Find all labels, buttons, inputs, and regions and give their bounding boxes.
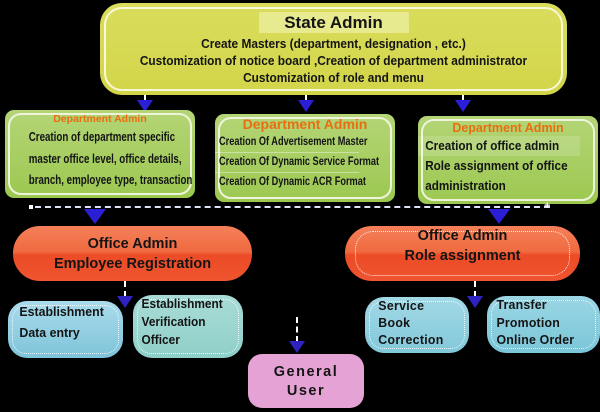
arrow-down-icon <box>289 341 305 353</box>
role-line: Book <box>378 315 411 330</box>
role-line: Transfer <box>496 297 547 312</box>
office-admin-line: Employee Registration <box>53 256 212 272</box>
state-admin-inner-border: State Admin Create Masters (department, … <box>104 7 563 91</box>
dept-admin-left-box: Department Admin Creation of department … <box>5 110 195 198</box>
role-line: Online Order <box>496 332 575 347</box>
establishment-data-entry-box: Establishment Data entry <box>8 301 123 358</box>
state-admin-box: State Admin Create Masters (department, … <box>100 3 567 95</box>
dotted-inner-border <box>137 299 239 354</box>
dept-admin-line: Role assignment of office <box>425 158 568 173</box>
dotted-inner-border <box>355 231 570 276</box>
horizontal-connector-line <box>35 206 550 208</box>
dept-admin-line: Creation Of Dynamic ACR Format <box>215 172 366 192</box>
role-line: Verification <box>141 315 206 329</box>
role-line: Establishment <box>141 297 223 311</box>
dotted-inner-border <box>369 301 465 349</box>
connector-line <box>462 95 464 101</box>
general-user-line: User <box>286 383 326 399</box>
state-admin-line: Create Masters (department, designation … <box>201 37 466 51</box>
dept-admin-inner-border <box>218 117 392 199</box>
dept-admin-title: Department Admin <box>53 113 147 125</box>
dotted-inner-border <box>12 305 119 354</box>
role-line: Data entry <box>19 325 80 340</box>
dept-admin-line: master office level, office details, <box>28 150 182 166</box>
dotted-inner-border <box>491 300 596 349</box>
role-line: Promotion <box>496 314 560 330</box>
connector-line <box>474 281 476 297</box>
transfer-promotion-online-order-box: Transfer Promotion Online Order <box>487 296 600 353</box>
connector-line <box>124 281 126 297</box>
arrow-down-icon <box>467 296 483 308</box>
role-line: Establishment <box>19 304 104 319</box>
general-user-line: General <box>273 364 339 380</box>
role-line: Service <box>378 298 425 313</box>
role-line: Officer <box>141 333 180 347</box>
dept-admin-title: Department Admin <box>452 121 564 135</box>
connector-line <box>296 317 298 342</box>
office-admin-line: Office Admin <box>417 228 508 244</box>
state-admin-line: Customization of notice board ,Creation … <box>139 54 528 68</box>
connector-line <box>144 95 146 101</box>
dept-admin-middle-box: Department Admin Creation Of Advertiseme… <box>215 114 395 202</box>
dept-admin-line: Creation Of Advertisement Master <box>219 136 368 148</box>
role-line: Correction <box>378 332 444 347</box>
dept-admin-line: Creation of department specific <box>28 129 176 144</box>
arrow-down-icon <box>488 209 510 224</box>
dept-admin-title: Department Admin <box>242 116 368 132</box>
dept-admin-right-box: Department Admin Creation of office admi… <box>418 116 598 204</box>
state-admin-line: Customization of role and menu <box>243 71 424 85</box>
establishment-verification-officer-box: Establishment Verification Officer <box>133 295 243 358</box>
office-admin-line: Office Admin <box>87 236 178 252</box>
dept-admin-line: Creation Of Dynamic Service Format <box>215 152 379 172</box>
connector-line <box>305 95 307 101</box>
arrow-down-icon <box>117 296 133 308</box>
office-admin-employee-registration-box: Office Admin Employee Registration <box>13 226 252 281</box>
general-user-box: General User <box>248 354 364 408</box>
office-admin-line: Role assignment <box>404 248 521 264</box>
office-admin-role-assignment-box: Office Admin Role assignment <box>345 226 580 281</box>
service-book-correction-box: Service Book Correction <box>365 297 469 353</box>
sparkle-icon: + <box>544 200 551 212</box>
arrow-down-icon <box>137 100 153 112</box>
arrow-down-icon <box>84 209 106 224</box>
dept-admin-line: branch, employee type, transaction <box>28 172 193 187</box>
dept-admin-inner-border <box>421 119 595 201</box>
dept-admin-line: administration <box>425 178 506 193</box>
connector-start-dot <box>29 205 33 209</box>
state-admin-title: State Admin <box>258 12 409 33</box>
arrow-down-icon <box>298 100 314 112</box>
dept-admin-line: Creation of office admin <box>418 136 580 156</box>
dept-admin-inner-border <box>8 113 192 195</box>
arrow-down-icon <box>455 100 471 112</box>
